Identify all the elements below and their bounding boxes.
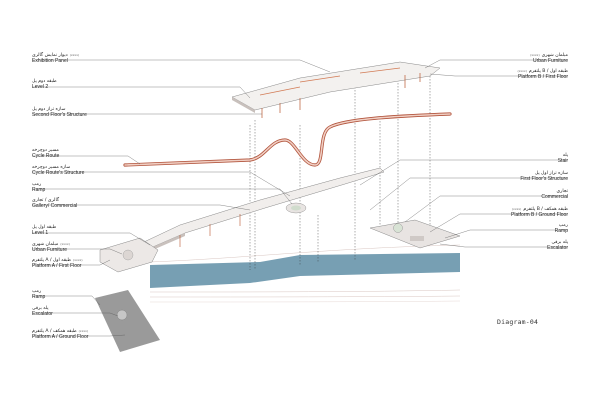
platform-a-ground-floor <box>95 290 160 352</box>
leader-lines-right <box>359 59 568 248</box>
label-platform-b-first-floor: (xxxx)پلتفرم B / طبقه اول Platform B / F… <box>517 69 568 80</box>
label-platform-a-ground-floor: پلتفرم A / طبقه همکف(xxxx) Platform A / … <box>32 329 89 340</box>
leader-lines-left <box>32 59 331 337</box>
label-platform-a-first-floor: پلتفرم A / طبقه اول(xxxx) Platform A / F… <box>32 258 83 269</box>
label-exhibition-panel: دیوار نمایش گالری(xxxx) Exhibition Panel <box>32 53 80 64</box>
label-urban-furniture-left: مبلمان شهری(xxxx) Urban Furniture <box>32 242 70 253</box>
cycle-route <box>123 112 452 167</box>
label-urban-furniture-right: (xxxx)مبلمان شهری Urban Furniture <box>530 53 568 64</box>
river-water <box>150 253 460 288</box>
diagram-title: Diagram-04 <box>497 318 539 326</box>
platform-a-first-floor <box>99 237 159 273</box>
level-2-bridge <box>231 61 441 118</box>
platform-b-ground-floor <box>369 219 461 249</box>
label-platform-b-ground-floor: (xxxx)پلتفرم B / طبقه همکف Platform B / … <box>511 207 568 218</box>
